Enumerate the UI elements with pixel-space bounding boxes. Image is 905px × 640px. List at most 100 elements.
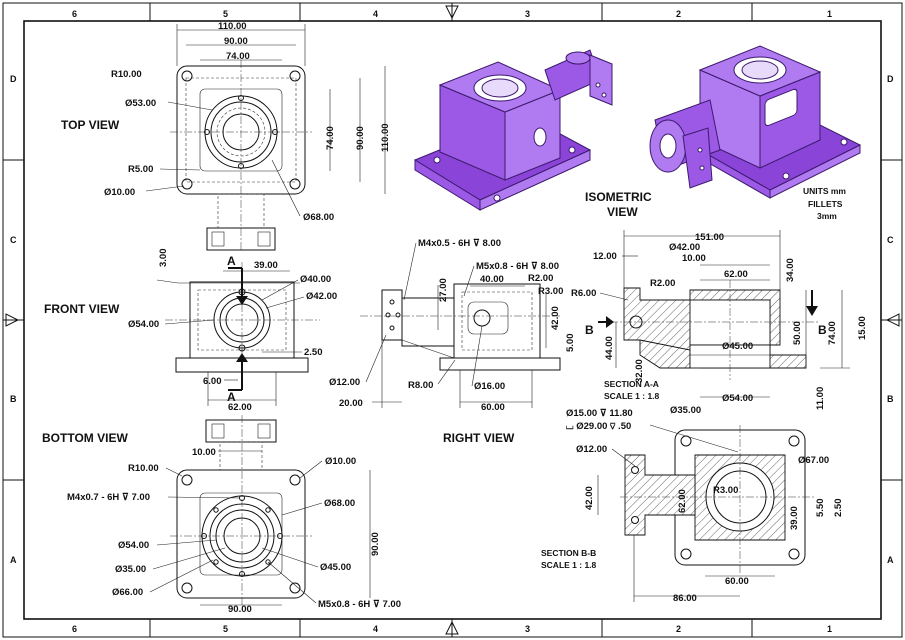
top-dim-74: 74.00 bbox=[226, 51, 250, 62]
top-dim-dia10: Ø10.00 bbox=[104, 187, 135, 198]
bottom-dim-thread1: M4x0.7 - 6H ⊽ 7.00 bbox=[67, 492, 150, 503]
section-aa-scale: SCALE 1 : 1.8 bbox=[604, 391, 660, 401]
bottom-view-label: BOTTOM VIEW bbox=[42, 431, 128, 445]
right-view: M4x0.5 - 6H ⊽ 8.00 M5x0.8 - 6H ⊽ 8.00 27… bbox=[329, 238, 576, 445]
aa-dim-r6: R6.00 bbox=[571, 288, 596, 299]
aa-dim-11: 11.00 bbox=[815, 387, 826, 410]
row-label-d: D bbox=[10, 74, 17, 84]
top-dim-v110: 110.00 bbox=[380, 123, 391, 152]
row-label-b-right: B bbox=[887, 394, 894, 404]
bb-dim-250: 2.50 bbox=[833, 499, 844, 518]
bb-dim-42: 42.00 bbox=[584, 486, 595, 510]
right-dim-dia12: Ø12.00 bbox=[329, 377, 360, 388]
bb-dim-cb2: ⌴ Ø29.00 ⊽ .50 bbox=[566, 421, 631, 432]
bb-dim-dia12: Ø12.00 bbox=[576, 444, 607, 455]
aa-dim-12: 12.00 bbox=[593, 251, 617, 262]
bb-dim-62: 62.00 bbox=[677, 489, 688, 513]
bottom-dim-dia10: Ø10.00 bbox=[325, 456, 356, 467]
top-dim-dia53: Ø53.00 bbox=[125, 98, 156, 109]
col-label-4-bottom: 4 bbox=[373, 624, 378, 634]
right-dim-r8: R8.00 bbox=[408, 380, 433, 391]
front-dim-39: 39.00 bbox=[254, 260, 278, 271]
grid-labels: 6 5 4 3 2 1 6 5 4 3 2 1 D C B A D C B A bbox=[10, 9, 894, 634]
row-label-d-right: D bbox=[887, 74, 894, 84]
isometric-view-2 bbox=[649, 45, 862, 199]
aa-dim-151: 151.00 bbox=[695, 232, 724, 243]
right-view-label: RIGHT VIEW bbox=[443, 431, 515, 445]
row-label-a: A bbox=[10, 555, 17, 565]
aa-dim-50: 50.00 bbox=[792, 321, 803, 345]
front-dim-dia42: Ø42.00 bbox=[306, 291, 337, 302]
aa-dim-r2: R2.00 bbox=[650, 278, 675, 289]
row-label-a-right: A bbox=[887, 555, 894, 565]
front-dim-dia54: Ø54.00 bbox=[128, 319, 159, 330]
col-label-5-bottom: 5 bbox=[223, 624, 228, 634]
aa-dim-32: 32.00 bbox=[634, 359, 645, 383]
col-label-3-bottom: 3 bbox=[525, 624, 530, 634]
right-dim-r3: R3.00 bbox=[538, 286, 563, 297]
bottom-view: R10.00 Ø10.00 10.00 M4x0.7 - 6H ⊽ 7.00 Ø… bbox=[42, 415, 401, 615]
aa-dim-dia35: Ø35.00 bbox=[670, 405, 701, 416]
bb-dim-550: 5.50 bbox=[815, 499, 826, 518]
section-marker-a-top: A bbox=[227, 254, 236, 268]
front-dim-250: 2.50 bbox=[304, 347, 323, 358]
bottom-dim-90h: 90.00 bbox=[228, 604, 252, 615]
right-dim-42: 42.00 bbox=[550, 306, 561, 330]
bottom-dim-dia54: Ø54.00 bbox=[118, 540, 149, 551]
isometric-view-1 bbox=[413, 49, 613, 211]
fillets-note-line2: 3mm bbox=[817, 211, 837, 221]
bb-dim-dia67: Ø67.00 bbox=[798, 455, 829, 466]
section-a-a: 151.00 Ø42.00 12.00 10.00 62.00 34.00 R2… bbox=[571, 230, 868, 416]
section-marker-b-left: B bbox=[585, 323, 594, 337]
top-dim-v90: 90.00 bbox=[355, 126, 366, 150]
front-view: 3.00 39.00 Ø40.00 Ø42.00 Ø54.00 2.50 6.0… bbox=[44, 249, 337, 414]
top-dim-v74: 74.00 bbox=[325, 126, 336, 150]
aa-dim-44: 44.00 bbox=[604, 336, 615, 360]
top-dim-110: 110.00 bbox=[218, 21, 247, 32]
bb-dim-cb1: Ø15.00 ⊽ 11.80 bbox=[566, 408, 633, 419]
top-dim-dia68: Ø68.00 bbox=[303, 212, 334, 223]
isometric-label-line1: ISOMETRIC bbox=[585, 190, 652, 204]
col-label-4: 4 bbox=[373, 9, 378, 19]
right-dim-40: 40.00 bbox=[480, 274, 504, 285]
row-label-c: C bbox=[10, 235, 17, 245]
right-dim-thread2: M5x0.8 - 6H ⊽ 8.00 bbox=[476, 261, 559, 272]
bottom-dim-10: 10.00 bbox=[192, 447, 216, 458]
top-dim-r5: R5.00 bbox=[128, 164, 153, 175]
col-label-2-bottom: 2 bbox=[676, 624, 681, 634]
right-dim-60: 60.00 bbox=[481, 402, 505, 413]
front-dim-3: 3.00 bbox=[158, 249, 169, 268]
col-label-3: 3 bbox=[525, 9, 530, 19]
aa-dim-74: 74.00 bbox=[827, 321, 838, 345]
bottom-dim-dia66: Ø66.00 bbox=[112, 587, 143, 598]
bb-dim-39: 39.00 bbox=[789, 506, 800, 530]
right-dim-27: 27.00 bbox=[438, 278, 449, 302]
col-label-1: 1 bbox=[827, 9, 832, 19]
right-dim-thread1: M4x0.5 - 6H ⊽ 8.00 bbox=[418, 238, 501, 249]
aa-dim-dia42: Ø42.00 bbox=[669, 242, 700, 253]
bottom-dim-thread2: M5x0.8 - 6H ⊽ 7.00 bbox=[318, 599, 401, 610]
bb-dim-86: 86.00 bbox=[673, 593, 697, 604]
front-dim-6: 6.00 bbox=[203, 376, 222, 387]
col-label-2: 2 bbox=[676, 9, 681, 19]
bottom-dim-dia35: Ø35.00 bbox=[115, 564, 146, 575]
section-bb-title: SECTION B-B bbox=[541, 548, 596, 558]
right-dim-20: 20.00 bbox=[339, 398, 363, 409]
top-view: 110.00 90.00 74.00 74.00 90.00 110.00 R1… bbox=[61, 21, 391, 251]
section-marker-b-right: B bbox=[818, 323, 827, 337]
top-view-label: TOP VIEW bbox=[61, 118, 120, 132]
bottom-dim-dia68: Ø68.00 bbox=[324, 498, 355, 509]
aa-dim-62: 62.00 bbox=[724, 269, 748, 280]
isometric-label-line2: VIEW bbox=[607, 205, 638, 219]
top-dim-r10: R10.00 bbox=[111, 69, 142, 80]
right-dim-r2: R2.00 bbox=[528, 273, 553, 284]
section-b-b: Ø15.00 ⊽ 11.80 ⌴ Ø29.00 ⊽ .50 Ø12.00 Ø67… bbox=[541, 408, 844, 604]
col-label-1-bottom: 1 bbox=[827, 624, 832, 634]
top-dim-90: 90.00 bbox=[224, 36, 248, 47]
section-marker-a-bottom: A bbox=[227, 390, 236, 404]
bb-dim-r3: R3.00 bbox=[713, 485, 738, 496]
col-label-5: 5 bbox=[223, 9, 228, 19]
front-dim-dia40: Ø40.00 bbox=[300, 274, 331, 285]
